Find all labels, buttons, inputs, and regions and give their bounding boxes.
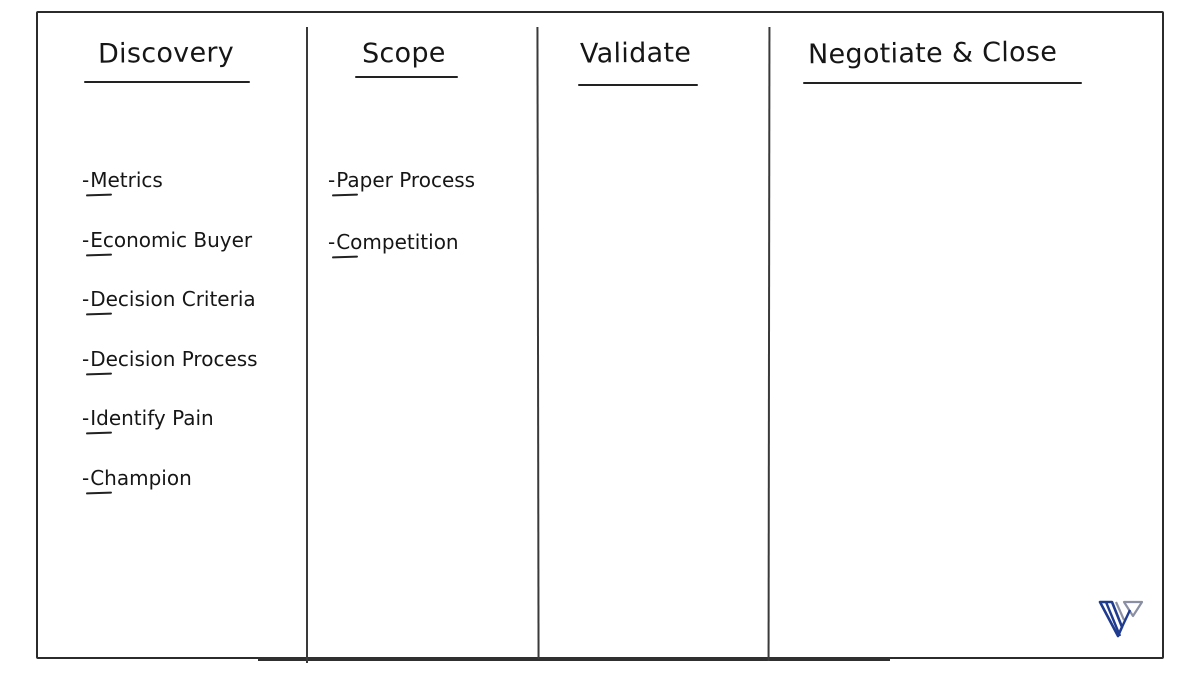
item-dash: - — [82, 227, 90, 252]
item-label: Paper Process — [336, 168, 476, 192]
item-dash: - — [82, 346, 90, 371]
item-label: Metrics — [90, 168, 163, 192]
whiteboard — [36, 11, 1164, 659]
list-item: -Metrics — [82, 168, 258, 228]
item-label: Champion — [90, 465, 192, 490]
column-heading-validate: Validate — [579, 37, 692, 70]
item-underline — [85, 193, 113, 197]
item-label: Economic Buyer — [90, 227, 253, 252]
item-label: Competition — [336, 230, 459, 254]
column-divider — [306, 27, 308, 663]
list-item: -Decision Process — [82, 347, 258, 407]
item-dash: - — [328, 230, 336, 254]
column-heading-negotiate-close: Negotiate & Close — [807, 36, 1058, 71]
heading-underline — [84, 81, 250, 83]
item-dash: - — [82, 287, 90, 311]
item-dash: - — [328, 168, 336, 192]
board-bottom-edge — [258, 657, 890, 661]
list-item: -Paper Process — [328, 168, 475, 230]
column-heading-discovery: Discovery — [97, 37, 235, 70]
item-dash: - — [82, 406, 90, 430]
item-dash: - — [82, 465, 90, 490]
column-heading-scope: Scope — [361, 37, 446, 70]
heading-underline — [578, 84, 698, 86]
list-item: -Economic Buyer — [82, 228, 258, 288]
item-label: Decision Criteria — [90, 287, 256, 311]
item-dash: - — [82, 168, 90, 192]
list-item: -Champion — [82, 466, 258, 526]
heading-underline — [803, 82, 1082, 84]
item-label: Decision Process — [90, 346, 258, 371]
item-label: Identify Pain — [90, 406, 214, 430]
item-underline — [85, 431, 113, 435]
item-underline — [85, 312, 113, 316]
discovery-items: -Metrics -Economic Buyer -Decision Crite… — [82, 168, 258, 525]
list-item: -Identify Pain — [82, 406, 258, 466]
item-underline — [85, 491, 113, 494]
v-chevron-logo-icon — [1098, 600, 1144, 638]
scope-items: -Paper Process -Competition — [328, 168, 475, 290]
item-underline — [331, 193, 359, 197]
item-underline — [85, 372, 113, 375]
heading-underline — [355, 76, 458, 78]
item-underline — [331, 255, 359, 259]
list-item: -Decision Criteria — [82, 287, 258, 347]
item-underline — [85, 253, 113, 256]
list-item: -Competition — [328, 230, 475, 290]
